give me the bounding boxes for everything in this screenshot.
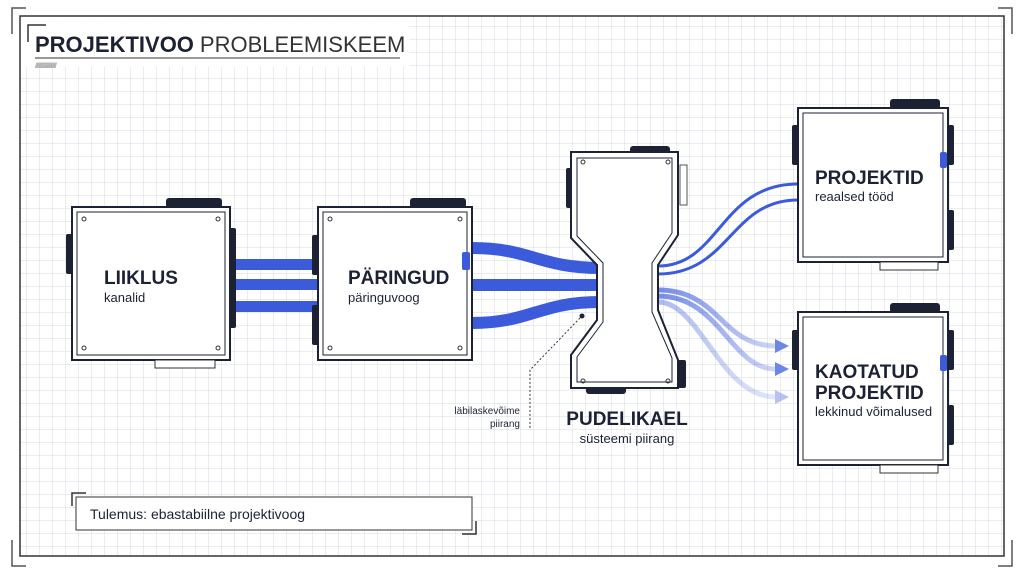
paringud-subtitle: päringuvoog [348, 290, 420, 305]
result-text: Tulemus: ebastabiilne projektivoog [90, 506, 305, 522]
annotation-capacity-limit: läbilaskevõime piirang [454, 313, 585, 430]
node-liiklus[interactable]: LIIKLUS kanalid [66, 198, 236, 369]
node-projektid[interactable]: PROJEKTID reaalsed tööd [792, 99, 954, 271]
pudelikael-title: PUDELIKAEL [566, 409, 688, 430]
title-light: PROBLEEMISKEEM [200, 32, 405, 57]
paringud-title: PÄRINGUD [348, 268, 449, 289]
flow-to-kaotatud [657, 287, 776, 400]
annotation-line1: läbilaskevõime [454, 406, 520, 417]
outer-frame [19, 15, 1005, 557]
node-kaotatud-projektid[interactable]: KAOTATUD PROJEKTID lekkinud võimalused [792, 303, 954, 474]
pudelikael-subtitle: süsteemi piirang [580, 431, 675, 446]
node-paringud[interactable]: PÄRINGUD päringuvoog [312, 198, 473, 361]
svg-text://////////////////////: ////////////////////// [35, 63, 57, 70]
flow-to-projektid [657, 182, 799, 276]
liiklus-subtitle: kanalid [104, 290, 145, 305]
title-bold: PROJEKTIVOO [35, 32, 194, 57]
kaotatud-subtitle: lekkinud võimalused [815, 404, 932, 419]
liiklus-title: LIIKLUS [104, 268, 178, 289]
corner-marks [11, 7, 1013, 567]
kaotatud-title-line1: KAOTATUD [815, 362, 919, 383]
kaotatud-title-line2: PROJEKTID [815, 383, 924, 404]
flow-into-bottleneck [471, 242, 601, 329]
node-pudelikael[interactable]: PUDELIKAEL süsteemi piirang [566, 146, 688, 446]
projektid-title: PROJEKTID [815, 168, 924, 189]
arrowheads [775, 339, 789, 404]
result-box: Tulemus: ebastabiilne projektivoog [71, 492, 477, 535]
projektid-subtitle: reaalsed tööd [815, 189, 894, 204]
annotation-line2: piirang [490, 419, 520, 430]
flow-liiklus-paringud [230, 259, 320, 312]
